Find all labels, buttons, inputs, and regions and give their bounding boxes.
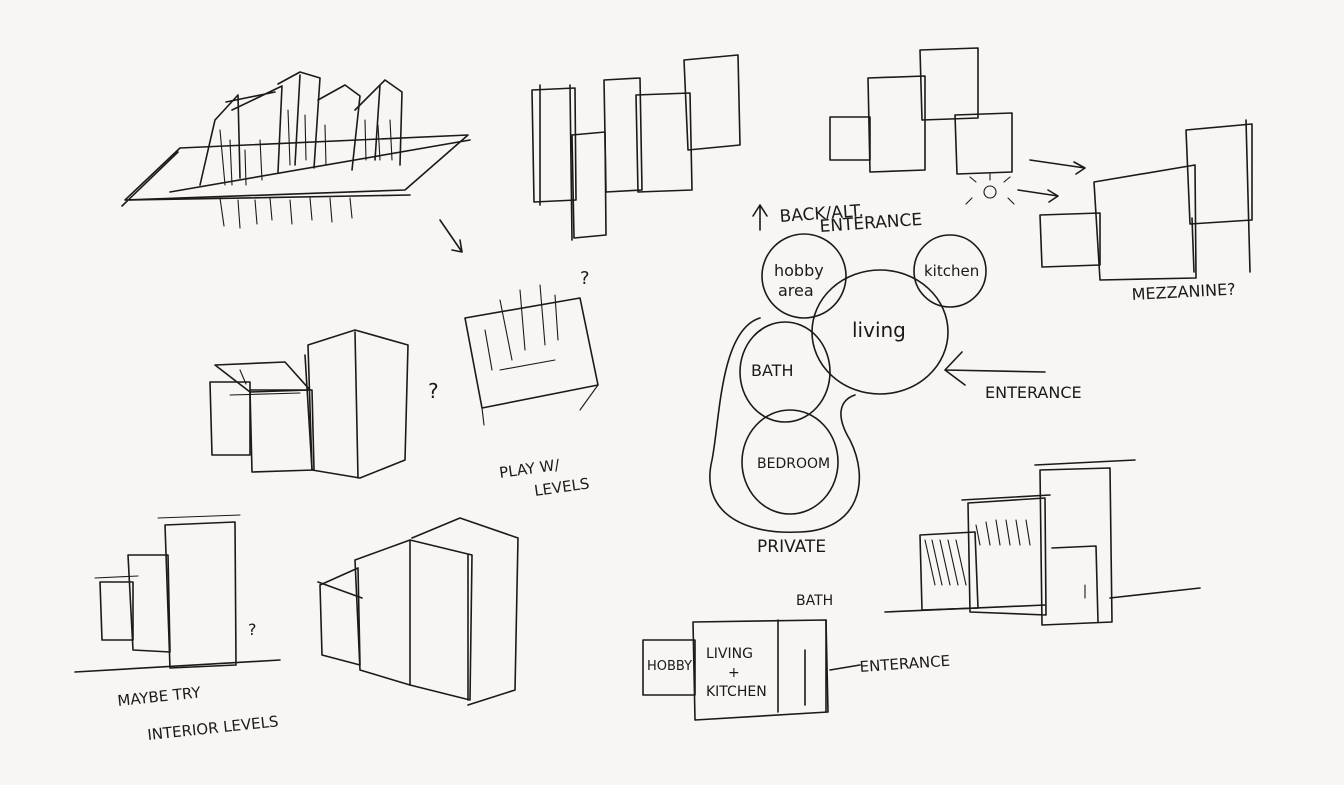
up-arrow-icon bbox=[753, 205, 767, 230]
interior-levels-label: INTERIOR LEVELS bbox=[147, 712, 280, 744]
plan-bath-label: BATH bbox=[796, 593, 833, 609]
large-volumes-sketch bbox=[318, 518, 518, 705]
entrance-arrow-icon bbox=[945, 352, 1045, 385]
entrance-label: ENTERANCE bbox=[985, 383, 1082, 402]
play-levels-label-2: LEVELS bbox=[533, 474, 590, 500]
kitchen-label: kitchen bbox=[924, 262, 979, 280]
mezzanine-label: MEZZANINE? bbox=[1131, 280, 1236, 304]
living-label: living bbox=[852, 318, 906, 342]
bath-label: BATH bbox=[751, 361, 793, 380]
bedroom-label: BEDROOM bbox=[757, 456, 830, 472]
private-label: PRIVATE bbox=[757, 537, 826, 557]
stacked-blocks-sketch bbox=[830, 48, 1252, 280]
private-zone-outline bbox=[710, 318, 859, 532]
question-mark-2: ? bbox=[580, 268, 590, 289]
hobby-label: hobby bbox=[774, 261, 824, 280]
plan-plus-label: + bbox=[728, 665, 740, 681]
plan-hobby-label: HOBBY bbox=[647, 659, 692, 674]
plan-living-label: LIVING bbox=[706, 646, 753, 662]
question-mark-1: ? bbox=[428, 379, 439, 403]
tilted-panel-sketch bbox=[465, 285, 598, 425]
stepped-boxes-sketch bbox=[210, 330, 408, 478]
question-mark-3: ? bbox=[248, 620, 257, 639]
plan-entrance-label: ENTERANCE bbox=[859, 652, 951, 676]
faceted-sculpture-sketch bbox=[122, 72, 470, 252]
maybe-try-label: MAYBE TRY bbox=[117, 683, 203, 710]
house-elevation-sketch bbox=[885, 460, 1200, 625]
play-levels-label: PLAY W/ bbox=[498, 456, 562, 482]
interior-levels-sketch bbox=[75, 515, 280, 672]
hobby-label-2: area bbox=[778, 281, 814, 300]
plan-kitchen-label: KITCHEN bbox=[706, 684, 767, 700]
vertical-towers-sketch bbox=[532, 55, 740, 240]
